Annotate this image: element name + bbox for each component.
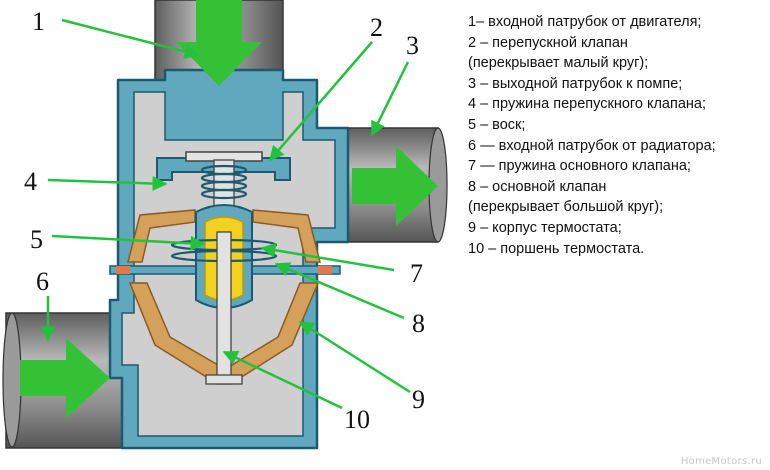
label-5: 5 — [30, 225, 43, 254]
watermark: HomeMotors.ru — [680, 456, 762, 467]
bypass-valve-spring — [200, 164, 248, 200]
legend-item-8-note: (перекрывает большой круг); — [468, 199, 664, 216]
bypass-valve-stem — [213, 159, 235, 211]
legend-item-9: 9 – корпус термостата; — [468, 219, 622, 236]
label-10: 10 — [344, 405, 370, 434]
legend-item-2-note: (перекрывает малый круг); — [468, 55, 649, 72]
legend-item-10: 10 – поршень термостата. — [468, 240, 645, 257]
legend-item-7: 7 — пружина основного клапана; — [468, 158, 691, 175]
legend-item-2: 2 – перепускной клапан — [468, 34, 628, 51]
label-8: 8 — [412, 309, 425, 338]
number-labels: 1 2 3 4 5 6 7 8 9 10 — [24, 7, 425, 434]
legend-item-3: 3 – выходной патрубок к помпе; — [468, 75, 683, 92]
legend-item-6: 6 — входной патрубок от радиатора; — [468, 137, 716, 154]
legend-item-5: 5 – воск; — [468, 116, 526, 133]
label-7: 7 — [410, 259, 423, 288]
label-4: 4 — [24, 167, 37, 196]
legend-item-4: 4 – пружина перепускного клапана; — [468, 96, 707, 113]
thermostat-diagram: 1 2 3 4 5 6 7 8 9 10 — [2, 0, 448, 450]
legend-item-8: 8 – основной клапан — [468, 178, 607, 195]
label-9: 9 — [412, 385, 425, 414]
label-6: 6 — [36, 267, 49, 296]
legend: 1– входной патрубок от двигателя; 2 – пе… — [468, 12, 768, 259]
label-3: 3 — [406, 31, 419, 60]
label-pointers — [40, 18, 411, 410]
flow-arrow-in-top — [176, 0, 262, 86]
label-1: 1 — [32, 7, 45, 36]
flow-arrow-in-left — [20, 338, 110, 418]
flow-arrow-out-right — [352, 146, 438, 226]
label-2: 2 — [370, 13, 383, 42]
thermostat-piston — [205, 231, 243, 385]
legend-item-1: 1– входной патрубок от двигателя; — [468, 14, 702, 30]
